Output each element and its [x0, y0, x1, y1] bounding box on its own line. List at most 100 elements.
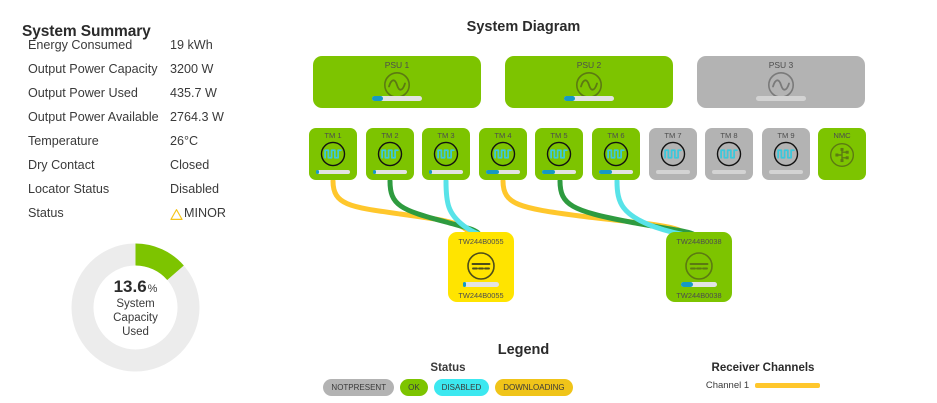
psu-label: PSU 1	[384, 60, 410, 70]
transmitter-module-card[interactable]: TM 8	[705, 128, 753, 180]
square-wave-icon	[433, 141, 459, 172]
receiver-node-bar-fill	[463, 282, 466, 287]
transmitter-module-label: TM 2	[381, 131, 399, 140]
transmitter-module-bar	[599, 169, 633, 174]
legend-receiver-group: Receiver Channels Channel 1	[648, 362, 878, 391]
transmitter-module-bar-fill	[316, 169, 320, 174]
receiver-node-top-label: TW244B0038	[676, 237, 722, 246]
donut-caption-line-3: Used	[122, 325, 149, 338]
summary-row-label: Output Power Used	[28, 86, 138, 100]
receiver-node-bar	[681, 282, 717, 287]
psu-card[interactable]: PSU 1	[313, 56, 481, 108]
transmitter-module-label: TM 7	[664, 131, 682, 140]
square-wave-icon	[377, 141, 403, 172]
transmitter-module-card[interactable]: TM 4	[479, 128, 527, 180]
psu-load-bar	[756, 96, 806, 101]
legend-receiver-heading: Receiver Channels	[711, 362, 815, 374]
system-diagram-title: System Diagram	[0, 19, 937, 35]
dc-dashed-icon	[684, 251, 714, 286]
psu-card[interactable]: PSU 2	[505, 56, 673, 108]
summary-row-label: Temperature	[28, 134, 99, 148]
legend-status-pill: DISABLED	[433, 379, 490, 396]
transmitter-module-card[interactable]: TM 6	[592, 128, 640, 180]
receiver-node-bar	[463, 282, 499, 287]
donut-center-label: 13.6 % System Capacity Used	[68, 240, 203, 375]
square-wave-icon	[490, 141, 516, 172]
transmitter-module-card[interactable]: TM 5	[535, 128, 583, 180]
nmc-card[interactable]: NMC	[818, 128, 866, 180]
donut-chart-svg	[71, 243, 200, 372]
legend-channel-swatch	[755, 383, 821, 388]
square-wave-icon	[773, 141, 799, 172]
summary-row-label: Status	[28, 206, 64, 220]
system-diagram-title-text: System Diagram	[466, 19, 581, 36]
receiver-node-bar-fill	[681, 282, 694, 287]
transmitter-module-label: TM 9	[777, 131, 795, 140]
square-wave-icon	[716, 141, 742, 172]
psu-load-bar-fill	[372, 96, 383, 101]
summary-row-label: Output Power Available	[28, 110, 159, 124]
legend-title: Legend	[0, 342, 937, 358]
donut-caption-line-2: Capacity	[113, 311, 158, 324]
transmitter-module-card[interactable]: TM 3	[422, 128, 470, 180]
transmitter-module-bar-fill	[429, 169, 433, 174]
legend-title-text: Legend	[497, 342, 550, 359]
system-capacity-donut: 13.6 % System Capacity Used	[68, 240, 203, 375]
summary-row-value: Disabled	[170, 182, 220, 196]
transmitter-module-label: TM 4	[494, 131, 512, 140]
psu-label: PSU 3	[768, 60, 794, 70]
legend-status-pill: OK	[400, 379, 428, 396]
square-wave-icon	[660, 141, 686, 172]
transmitter-module-card[interactable]: TM 2	[366, 128, 414, 180]
transmitter-module-bar	[712, 169, 746, 174]
psu-load-bar	[564, 96, 614, 101]
summary-row-value: MINOR	[170, 206, 226, 220]
legend-status-pill: DOWNLOADING	[495, 379, 573, 396]
square-wave-icon	[603, 141, 629, 172]
donut-percent-line: 13.6 %	[114, 277, 158, 297]
system-summary-title: System Summary	[22, 22, 151, 40]
transmitter-module-bar-fill	[599, 169, 612, 174]
summary-row-value: 19 kWh	[170, 38, 213, 52]
donut-percent-value: 13.6	[113, 276, 147, 296]
nmc-label: NMC	[833, 131, 851, 140]
transmitter-module-bar	[542, 169, 576, 174]
psu-load-bar	[372, 96, 422, 101]
transmitter-module-bar-fill	[486, 169, 499, 174]
donut-caption-line-1: System	[116, 297, 155, 310]
psu-card[interactable]: PSU 3	[697, 56, 865, 108]
legend-receiver-channel-row: Channel 1	[648, 380, 878, 391]
transmitter-module-bar-fill	[373, 169, 377, 174]
transmitter-module-bar	[429, 169, 463, 174]
warning-triangle-icon	[170, 208, 183, 221]
receiver-node-bottom-label: TW244B0055	[458, 291, 504, 300]
transmitter-module-card[interactable]: TM 1	[309, 128, 357, 180]
network-hub-icon	[829, 142, 855, 173]
transmitter-module-label: TM 1	[324, 131, 342, 140]
transmitter-module-label: TM 6	[607, 131, 625, 140]
square-wave-icon	[546, 141, 572, 172]
summary-row-label: Output Power Capacity	[28, 62, 158, 76]
transmitter-module-bar	[316, 169, 350, 174]
donut-percent-symbol: %	[147, 282, 158, 295]
legend-channel-label: Channel 1	[705, 380, 750, 391]
dc-dashed-icon	[466, 251, 496, 286]
transmitter-module-card[interactable]: TM 7	[649, 128, 697, 180]
summary-row: Output Power Available 2764.3 W	[28, 105, 280, 129]
transmitter-module-card[interactable]: TM 9	[762, 128, 810, 180]
psu-label: PSU 2	[576, 60, 602, 70]
transmitter-module-label: TM 5	[550, 131, 568, 140]
summary-row-value: 2764.3 W	[170, 110, 224, 124]
